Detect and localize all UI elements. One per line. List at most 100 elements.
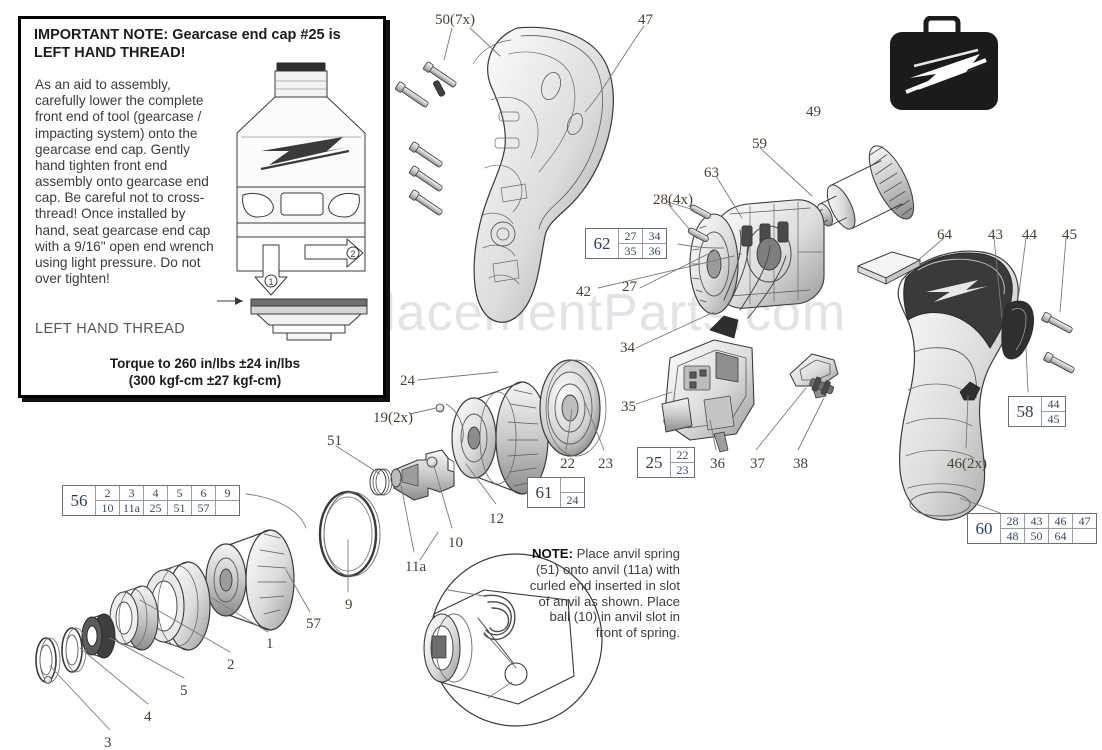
part-number-cell: 57 bbox=[191, 501, 215, 515]
tool-case-illustration bbox=[890, 16, 998, 110]
part-number-cell: 51 bbox=[167, 501, 191, 515]
callout-44: 44 bbox=[1022, 227, 1037, 243]
part-number-cell: 5 bbox=[167, 486, 191, 501]
part-group-key: 25 bbox=[645, 453, 663, 472]
callout-2: 2 bbox=[227, 657, 235, 673]
part-number-cell: 47 bbox=[1072, 514, 1096, 529]
part-group-row bbox=[560, 478, 584, 493]
part-number-cell: 45 bbox=[1041, 412, 1065, 426]
part-number-cell: 43 bbox=[1024, 514, 1048, 529]
part-group-row: 45 bbox=[1041, 412, 1065, 426]
callout-5: 5 bbox=[180, 683, 188, 699]
part-group-row: 22 bbox=[670, 448, 694, 463]
part-number-cell: 46 bbox=[1048, 514, 1072, 529]
callout-192x: 19(2x) bbox=[373, 410, 413, 426]
callout-23: 23 bbox=[598, 456, 613, 472]
part-group-row: 23 bbox=[670, 463, 694, 477]
callout-51: 51 bbox=[327, 433, 342, 449]
callout-63: 63 bbox=[704, 165, 719, 181]
left-hand-thread-illustration: 2 1 bbox=[217, 62, 368, 341]
callout-12: 12 bbox=[489, 511, 504, 527]
callout-24: 24 bbox=[400, 373, 415, 389]
part-group-key: 58 bbox=[1016, 402, 1034, 421]
part-number-cell: 35 bbox=[618, 244, 642, 258]
callout-22: 22 bbox=[560, 456, 575, 472]
svg-text:1: 1 bbox=[268, 277, 273, 287]
callout-1: 1 bbox=[266, 636, 274, 652]
callout-462x: 46(2x) bbox=[947, 456, 987, 472]
svg-text:2: 2 bbox=[350, 249, 355, 259]
part-number-cell: 48 bbox=[1000, 529, 1024, 543]
important-note-panel: IMPORTANT NOTE: Gearcase end cap #25 is … bbox=[18, 16, 386, 398]
callout-27: 27 bbox=[622, 279, 637, 295]
callout-43: 43 bbox=[988, 227, 1003, 243]
part-number-cell: 9 bbox=[215, 486, 239, 501]
torque-spec: Torque to 260 in/lbs ±24 in/lbs (300 kgf… bbox=[21, 355, 383, 390]
callout-10: 10 bbox=[448, 535, 463, 551]
anvil-note-text: Place anvil spring (51) onto anvil (11a)… bbox=[529, 546, 680, 641]
part-group-row: 24 bbox=[560, 493, 584, 507]
callout-3: 3 bbox=[104, 735, 112, 750]
callout-35: 35 bbox=[621, 399, 636, 415]
callout-4: 4 bbox=[144, 709, 152, 725]
part-group-cells: 24 bbox=[560, 478, 584, 507]
anvil-note-title: NOTE: bbox=[531, 546, 573, 561]
part-number-cell: 23 bbox=[670, 463, 694, 477]
part-group-row: 44 bbox=[1041, 397, 1065, 412]
callout-42: 42 bbox=[576, 284, 591, 300]
part-number-cell: 27 bbox=[618, 229, 642, 244]
callout-37: 37 bbox=[750, 456, 765, 472]
part-number-cell: 24 bbox=[560, 493, 584, 507]
part-number-cell: 10 bbox=[95, 501, 119, 515]
part-group-key: 56 bbox=[70, 491, 88, 510]
callout-9: 9 bbox=[345, 597, 353, 613]
part-number-cell: 44 bbox=[1041, 397, 1065, 412]
torque-line-1: Torque to 260 in/lbs ±24 in/lbs bbox=[109, 356, 301, 371]
part-group-key: 61 bbox=[535, 483, 553, 502]
part-number-cell: 28 bbox=[1000, 514, 1024, 529]
important-note-heading: IMPORTANT NOTE: Gearcase end cap #25 is … bbox=[34, 27, 341, 61]
part-number-cell: 36 bbox=[642, 244, 666, 258]
callout-507x: 50(7x) bbox=[435, 12, 475, 28]
part-number-cell: 22 bbox=[670, 448, 694, 463]
part-group-key: 60 bbox=[975, 519, 993, 538]
callout-59: 59 bbox=[752, 136, 767, 152]
callout-36: 36 bbox=[710, 456, 725, 472]
callout-45: 45 bbox=[1062, 227, 1077, 243]
callout-57: 57 bbox=[306, 616, 321, 632]
callout-11a: 11a bbox=[405, 559, 427, 575]
part-number-cell: 11a bbox=[119, 501, 143, 515]
callout-38: 38 bbox=[793, 456, 808, 472]
part-number-cell bbox=[560, 478, 584, 493]
callout-284x: 28(4x) bbox=[653, 192, 693, 208]
part-number-cell: 6 bbox=[191, 486, 215, 501]
important-note-body: As an aid to assembly, carefully lower t… bbox=[35, 77, 214, 287]
left-hand-thread-label: LEFT HAND THREAD bbox=[35, 321, 186, 337]
part-number-cell bbox=[215, 501, 239, 515]
anvil-assembly-note: NOTE: Place anvil spring (51) onto anvil… bbox=[528, 546, 680, 641]
torque-line-2: (300 kgf-cm ±27 kgf-cm) bbox=[128, 373, 282, 389]
part-number-cell: 64 bbox=[1048, 529, 1072, 543]
part-group-61: 61 24 bbox=[527, 477, 585, 508]
part-number-cell: 34 bbox=[642, 229, 666, 244]
part-number-cell: 50 bbox=[1024, 529, 1048, 543]
part-number-cell: 3 bbox=[119, 486, 143, 501]
part-number-cell: 4 bbox=[143, 486, 167, 501]
callout-47: 47 bbox=[638, 12, 653, 28]
